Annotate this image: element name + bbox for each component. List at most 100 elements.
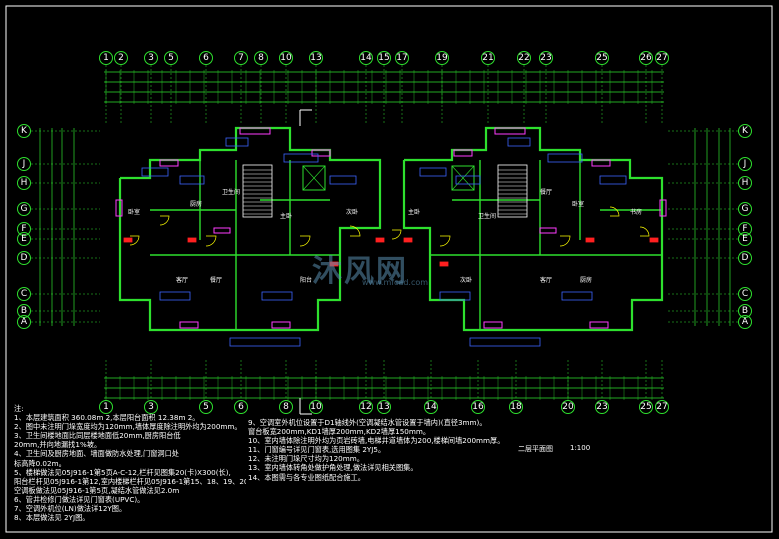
note-line: 9、空调室外机位设置于D1轴线外(空调凝结水管设置于墙内)(直径3mm)。 [248, 418, 487, 427]
room-label: 卫生间 [222, 188, 240, 196]
note-line: 10、室内墙体除注明外均为页岩砖墙,电梯井道墙体为200,楼梯间墙200mm厚。 [248, 436, 505, 446]
fixture-mark [329, 261, 339, 267]
note-line: 13、室内墙体转角处做护角处理,做法详见相关图集。 [248, 463, 418, 473]
grid-label-top: 1 [103, 53, 109, 63]
grid-label-top: 6 [203, 53, 209, 63]
grid-label-bottom: 12 [360, 402, 371, 412]
fixture-mark [403, 237, 413, 243]
grid-label-top: 2 [118, 53, 124, 63]
note-line: 14、本图需与各专业图纸配合施工。 [248, 472, 365, 482]
grid-label-right: F [742, 224, 747, 234]
grid-label-top: 10 [280, 53, 292, 63]
window-symbol [659, 199, 667, 217]
room-label: 厨房 [190, 200, 202, 208]
grid-label-top: 15 [378, 53, 389, 63]
grid-label-top: 27 [656, 53, 667, 63]
door-swing [299, 235, 311, 247]
door-swing [559, 235, 571, 247]
grid-bubble-top [279, 51, 293, 65]
window-symbol [159, 159, 179, 167]
grid-label-left: D [21, 253, 28, 263]
grid-bubble-top [377, 51, 391, 65]
grid-label-top: 23 [540, 53, 551, 63]
window-symbol [213, 227, 231, 234]
door-swing [159, 215, 170, 226]
grid-bubble-top [99, 51, 113, 65]
drawing-title: 二层平面图 [518, 445, 553, 453]
grid-label-top: 17 [396, 53, 407, 63]
grid-bubble-top [395, 51, 409, 65]
grid-bubble-bottom [639, 400, 653, 414]
fixture-mark [649, 237, 659, 243]
room-label: 次卧 [460, 276, 472, 284]
grid-bubble-bottom [561, 400, 575, 414]
door-swing [129, 235, 140, 246]
window-symbol [453, 149, 473, 157]
window-symbol [239, 127, 271, 135]
grid-bubble-right [738, 157, 752, 171]
door-swing [205, 235, 217, 247]
fixture-mark [375, 237, 385, 243]
room-label: 阳台 [300, 276, 312, 284]
grid-bubble-left [17, 287, 31, 301]
grid-bubble-top [435, 51, 449, 65]
grid-bubble-top [359, 51, 373, 65]
room-label: 餐厅 [540, 188, 552, 196]
room-label: 客厅 [176, 276, 188, 284]
grid-label-top: 5 [168, 53, 174, 63]
grid-bubble-top [164, 51, 178, 65]
door-swing [349, 225, 361, 237]
grid-label-right: A [742, 317, 749, 327]
room-label: 餐厅 [210, 276, 222, 284]
grid-bubble-right [738, 315, 752, 329]
annotation-box [561, 291, 593, 301]
grid-bubble-bottom [279, 400, 293, 414]
annotation-box [419, 167, 447, 177]
room-label: 主卧 [280, 212, 292, 220]
grid-label-left: B [21, 306, 27, 316]
grid-bubble-bottom [509, 400, 523, 414]
grid-label-right: G [742, 204, 749, 214]
grid-bubble-bottom [234, 400, 248, 414]
grid-bubble-left [17, 202, 31, 216]
grid-bubble-top [114, 51, 128, 65]
door-swing [391, 229, 402, 240]
note-line: 8、本层做法见 2YJ图。 [14, 513, 90, 523]
note-line: 5、楼梯做法见05J916-1第5页A-C-12,栏杆见图集20(卡)X300(… [14, 467, 231, 477]
room-label: 客厅 [540, 276, 552, 284]
notes-heading: 注: [14, 404, 24, 413]
annotation-box [225, 137, 249, 147]
grid-label-bottom: 1 [103, 402, 109, 412]
grid-bubble-top [234, 51, 248, 65]
fixture-mark [187, 237, 197, 243]
window-symbol [591, 159, 611, 167]
grid-bubble-bottom [99, 400, 113, 414]
grid-bubble-top [517, 51, 531, 65]
window-symbol [589, 321, 609, 329]
annotation-box [439, 291, 471, 301]
door-swing [439, 235, 451, 247]
window-symbol [483, 321, 503, 329]
annotation-box [261, 291, 293, 301]
annotation-box [547, 153, 583, 163]
grid-bubble-right [738, 222, 752, 236]
grid-bubble-bottom [595, 400, 609, 414]
fixture-mark [123, 237, 133, 243]
grid-label-right: E [742, 234, 748, 244]
grid-label-bottom: 27 [656, 402, 667, 412]
drawing-frame [5, 5, 773, 533]
grid-bubble-right [738, 202, 752, 216]
annotation-box [159, 291, 191, 301]
grid-bubble-left [17, 251, 31, 265]
grid-bubble-bottom [309, 400, 323, 414]
elevator-cross [451, 165, 475, 191]
note-line: 空调板做法见05J916-1第5页,凝结水管做法见2.0m [14, 485, 180, 495]
grid-bubble-top [199, 51, 213, 65]
grid-bubble-top [309, 51, 323, 65]
grid-bubble-right [738, 124, 752, 138]
note-line: 7、空调外机位(LN)做法详12Y图。 [14, 504, 127, 514]
annotation-box [229, 337, 301, 347]
grid-label-top: 22 [518, 53, 529, 63]
